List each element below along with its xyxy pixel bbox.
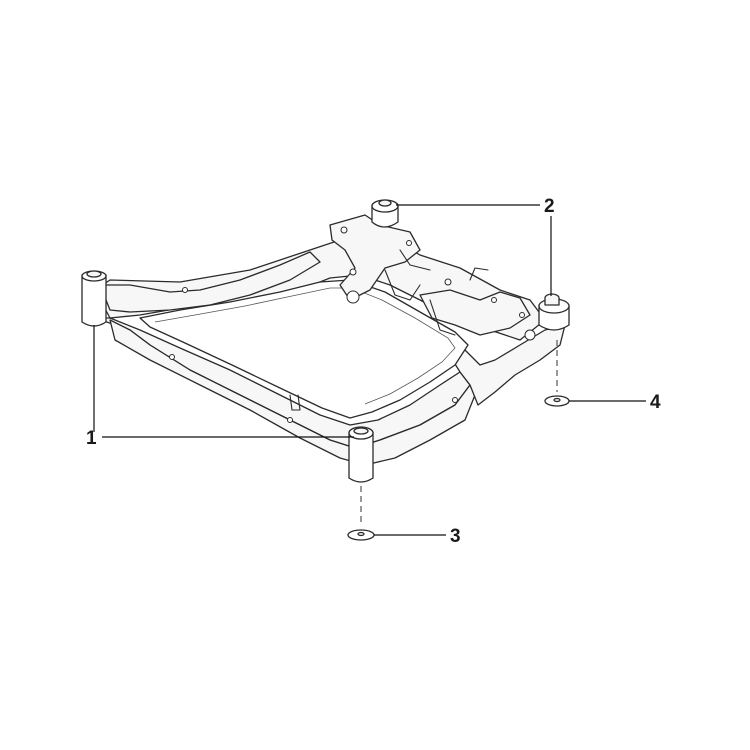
bushing-rear-mount-right bbox=[538, 293, 570, 331]
callout-3: 3 bbox=[450, 526, 461, 547]
leader-lines bbox=[93, 204, 646, 536]
callout-4: 4 bbox=[650, 392, 661, 413]
callout-2: 2 bbox=[544, 196, 555, 217]
bushing-front bbox=[348, 426, 374, 483]
front-subframe bbox=[94, 214, 566, 466]
bushing-left-rear bbox=[81, 270, 107, 327]
washer-3 bbox=[347, 486, 375, 541]
callout-1: 1 bbox=[86, 428, 97, 449]
bushing-rear-mount-left bbox=[371, 199, 399, 228]
